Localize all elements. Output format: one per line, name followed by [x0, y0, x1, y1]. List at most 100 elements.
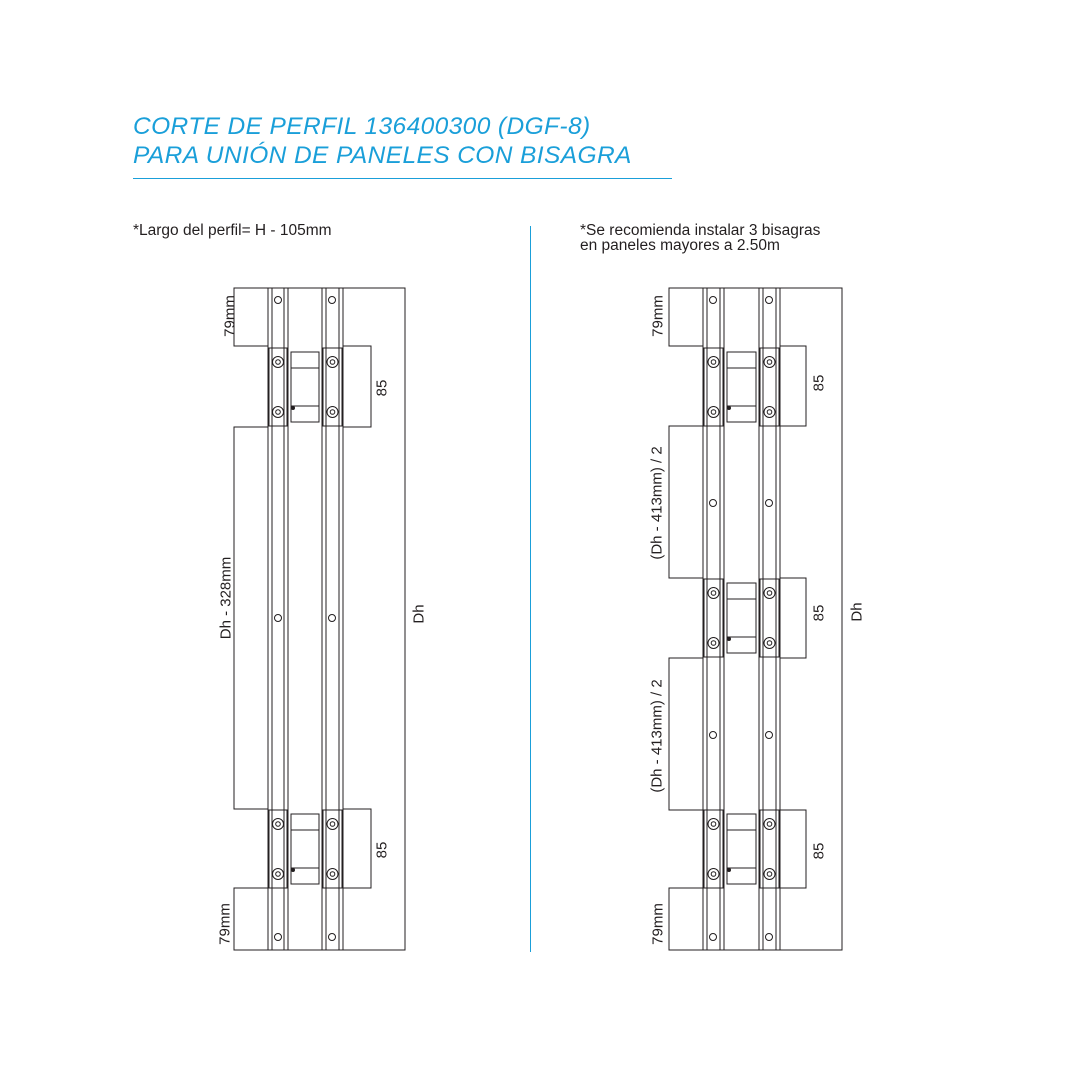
right-hinge-mid-screw-lt	[707, 587, 720, 599]
left-dim-hinge-bottom: 85	[373, 842, 390, 859]
right-hinge-bottom-knuckle-top	[726, 813, 757, 831]
left-hinge-bottom-knuckle-bottom	[290, 867, 320, 885]
right-hinge-bottom-leaf-left	[703, 809, 724, 889]
left-dim-hinge-top-box	[342, 345, 372, 428]
right-hinge-bottom-knuckle-body	[726, 829, 757, 869]
left-dim-hinge-top: 85	[373, 380, 390, 397]
drawing-lines	[233, 287, 843, 951]
left-pin-top-a	[274, 296, 282, 304]
right-hinge-mid-knuckle-body	[726, 598, 757, 638]
right-hinge-bottom-leaf-right	[759, 809, 780, 889]
right-note-line-1: *Se recomienda instalar 3 bisagras	[580, 222, 821, 239]
left-hinge-top-pin	[291, 406, 295, 410]
right-pin-bot-a	[709, 933, 717, 941]
right-dim-hinge-top: 85	[810, 375, 827, 392]
right-hinge-top-screw-lt	[707, 356, 720, 368]
left-dim-total: Dh	[410, 604, 427, 623]
left-panel-top	[233, 287, 269, 347]
drawing-title-line-2: PARA UNIÓN DE PANELES CON BISAGRA	[133, 141, 632, 169]
left-hinge-top-screw-rb-core	[329, 409, 336, 415]
left-dim-hinge-bottom-box	[342, 808, 372, 889]
right-hinge-top-knuckle-bottom	[726, 405, 757, 423]
left-pin-mid-b	[328, 614, 336, 622]
left-hinge-bottom-screw-rb	[326, 868, 339, 880]
left-hinge-top-leaf-right	[322, 347, 343, 427]
drawing-title-line-1: CORTE DE PERFIL 136400300 (DGF-8)	[133, 113, 591, 140]
right-hinge-top-screw-rt-core	[766, 359, 773, 365]
right-pin-bot-b	[765, 933, 773, 941]
right-hinge-top-screw-lt-core	[710, 359, 717, 365]
right-pin-low-b	[765, 731, 773, 739]
left-pin-bot-b	[328, 933, 336, 941]
right-hinge-mid-screw-rt	[763, 587, 776, 599]
right-dim-hinge-mid: 85	[810, 605, 827, 622]
left-hinge-bottom-knuckle-top	[290, 813, 320, 831]
left-panel-middle	[233, 426, 269, 810]
right-hinge-bottom-screw-lb-core	[710, 871, 717, 877]
left-hinge-bottom-screw-lt-core	[275, 821, 281, 827]
left-hinge-bottom-leaf-right	[322, 809, 343, 889]
center-divider	[530, 226, 531, 952]
left-hinge-top-leaf-left	[268, 347, 288, 427]
left-pin-top-b	[328, 296, 336, 304]
right-hinge-top-screw-lb	[707, 406, 720, 418]
left-dim-middle: Dh - 328mm	[217, 557, 234, 640]
right-hinge-top-pin	[727, 406, 731, 410]
left-hinge-top-screw-lb-core	[275, 409, 281, 415]
right-hinge-bottom-screw-lb	[707, 868, 720, 880]
right-panel-upper-gap	[668, 425, 704, 579]
left-hinge-bottom-screw-lb-core	[275, 871, 281, 877]
right-hinge-mid-screw-rb	[763, 637, 776, 649]
left-hinge-bottom-screw-rb-core	[329, 871, 336, 877]
right-hinge-top-leaf-left	[703, 347, 724, 427]
left-note: *Largo del perfil= H - 105mm	[133, 223, 332, 239]
left-hinge-top-knuckle-top	[290, 351, 320, 369]
right-hinge-bottom-screw-rb	[763, 868, 776, 880]
right-hinge-mid-leaf-left	[703, 578, 724, 658]
right-hinge-top-knuckle-top	[726, 351, 757, 369]
right-dim-top: 79mm	[649, 295, 666, 337]
right-hinge-mid-pin	[727, 637, 731, 641]
right-hinge-mid-screw-lb-core	[710, 640, 717, 646]
right-hinge-mid-screw-rt-core	[766, 590, 773, 596]
left-panel-bottom	[233, 887, 269, 951]
right-dim-bottom: 79mm	[649, 903, 666, 945]
right-hinge-bottom-screw-rb-core	[766, 871, 773, 877]
right-dim-hinge-top-box	[779, 345, 807, 427]
right-hinge-mid-knuckle-bottom	[726, 636, 757, 654]
right-pin-top-a	[709, 296, 717, 304]
right-hinge-mid-screw-rb-core	[766, 640, 773, 646]
right-dim-total: Dh	[848, 602, 865, 621]
right-hinge-top-screw-rt	[763, 356, 776, 368]
left-hinge-bottom-screw-rt	[326, 818, 339, 830]
left-pin-bot-a	[274, 933, 282, 941]
left-hinge-top-screw-rb	[326, 406, 339, 418]
right-hinge-bottom-screw-rt	[763, 818, 776, 830]
right-dim-hinge-bottom: 85	[810, 843, 827, 860]
left-hinge-top-screw-lt	[272, 356, 284, 368]
right-dim-lower-gap: (Dh - 413mm) / 2	[648, 679, 665, 792]
left-dim-top: 79mm	[221, 295, 238, 337]
right-dim-upper-gap: (Dh - 413mm) / 2	[648, 446, 665, 559]
right-panel-lower-gap	[668, 657, 704, 811]
left-hinge-bottom-screw-lb	[272, 868, 284, 880]
right-dim-hinge-mid-box	[779, 577, 807, 659]
right-note-line-2: en paneles mayores a 2.50m	[580, 237, 780, 254]
right-hinge-bottom-knuckle-bottom	[726, 867, 757, 885]
right-dim-hinge-bottom-box	[779, 809, 807, 889]
drawing-title: CORTE DE PERFIL 136400300 (DGF-8) PARA U…	[133, 113, 632, 170]
right-hinge-mid-screw-lt-core	[710, 590, 717, 596]
left-hinge-bottom-knuckle-body	[290, 829, 320, 869]
right-hinge-top-leaf-right	[759, 347, 780, 427]
right-hinge-mid-screw-lb	[707, 637, 720, 649]
right-hinge-mid-leaf-right	[759, 578, 780, 658]
right-hinge-mid-knuckle-top	[726, 582, 757, 600]
left-hinge-top-screw-lb	[272, 406, 284, 418]
left-hinge-top-knuckle-body	[290, 367, 320, 407]
right-panel-bottom	[668, 887, 704, 951]
left-hinge-top-screw-lt-core	[275, 359, 281, 365]
right-hinge-bottom-screw-lt-core	[710, 821, 717, 827]
right-pin-up-b	[765, 499, 773, 507]
right-hinge-bottom-screw-lt	[707, 818, 720, 830]
